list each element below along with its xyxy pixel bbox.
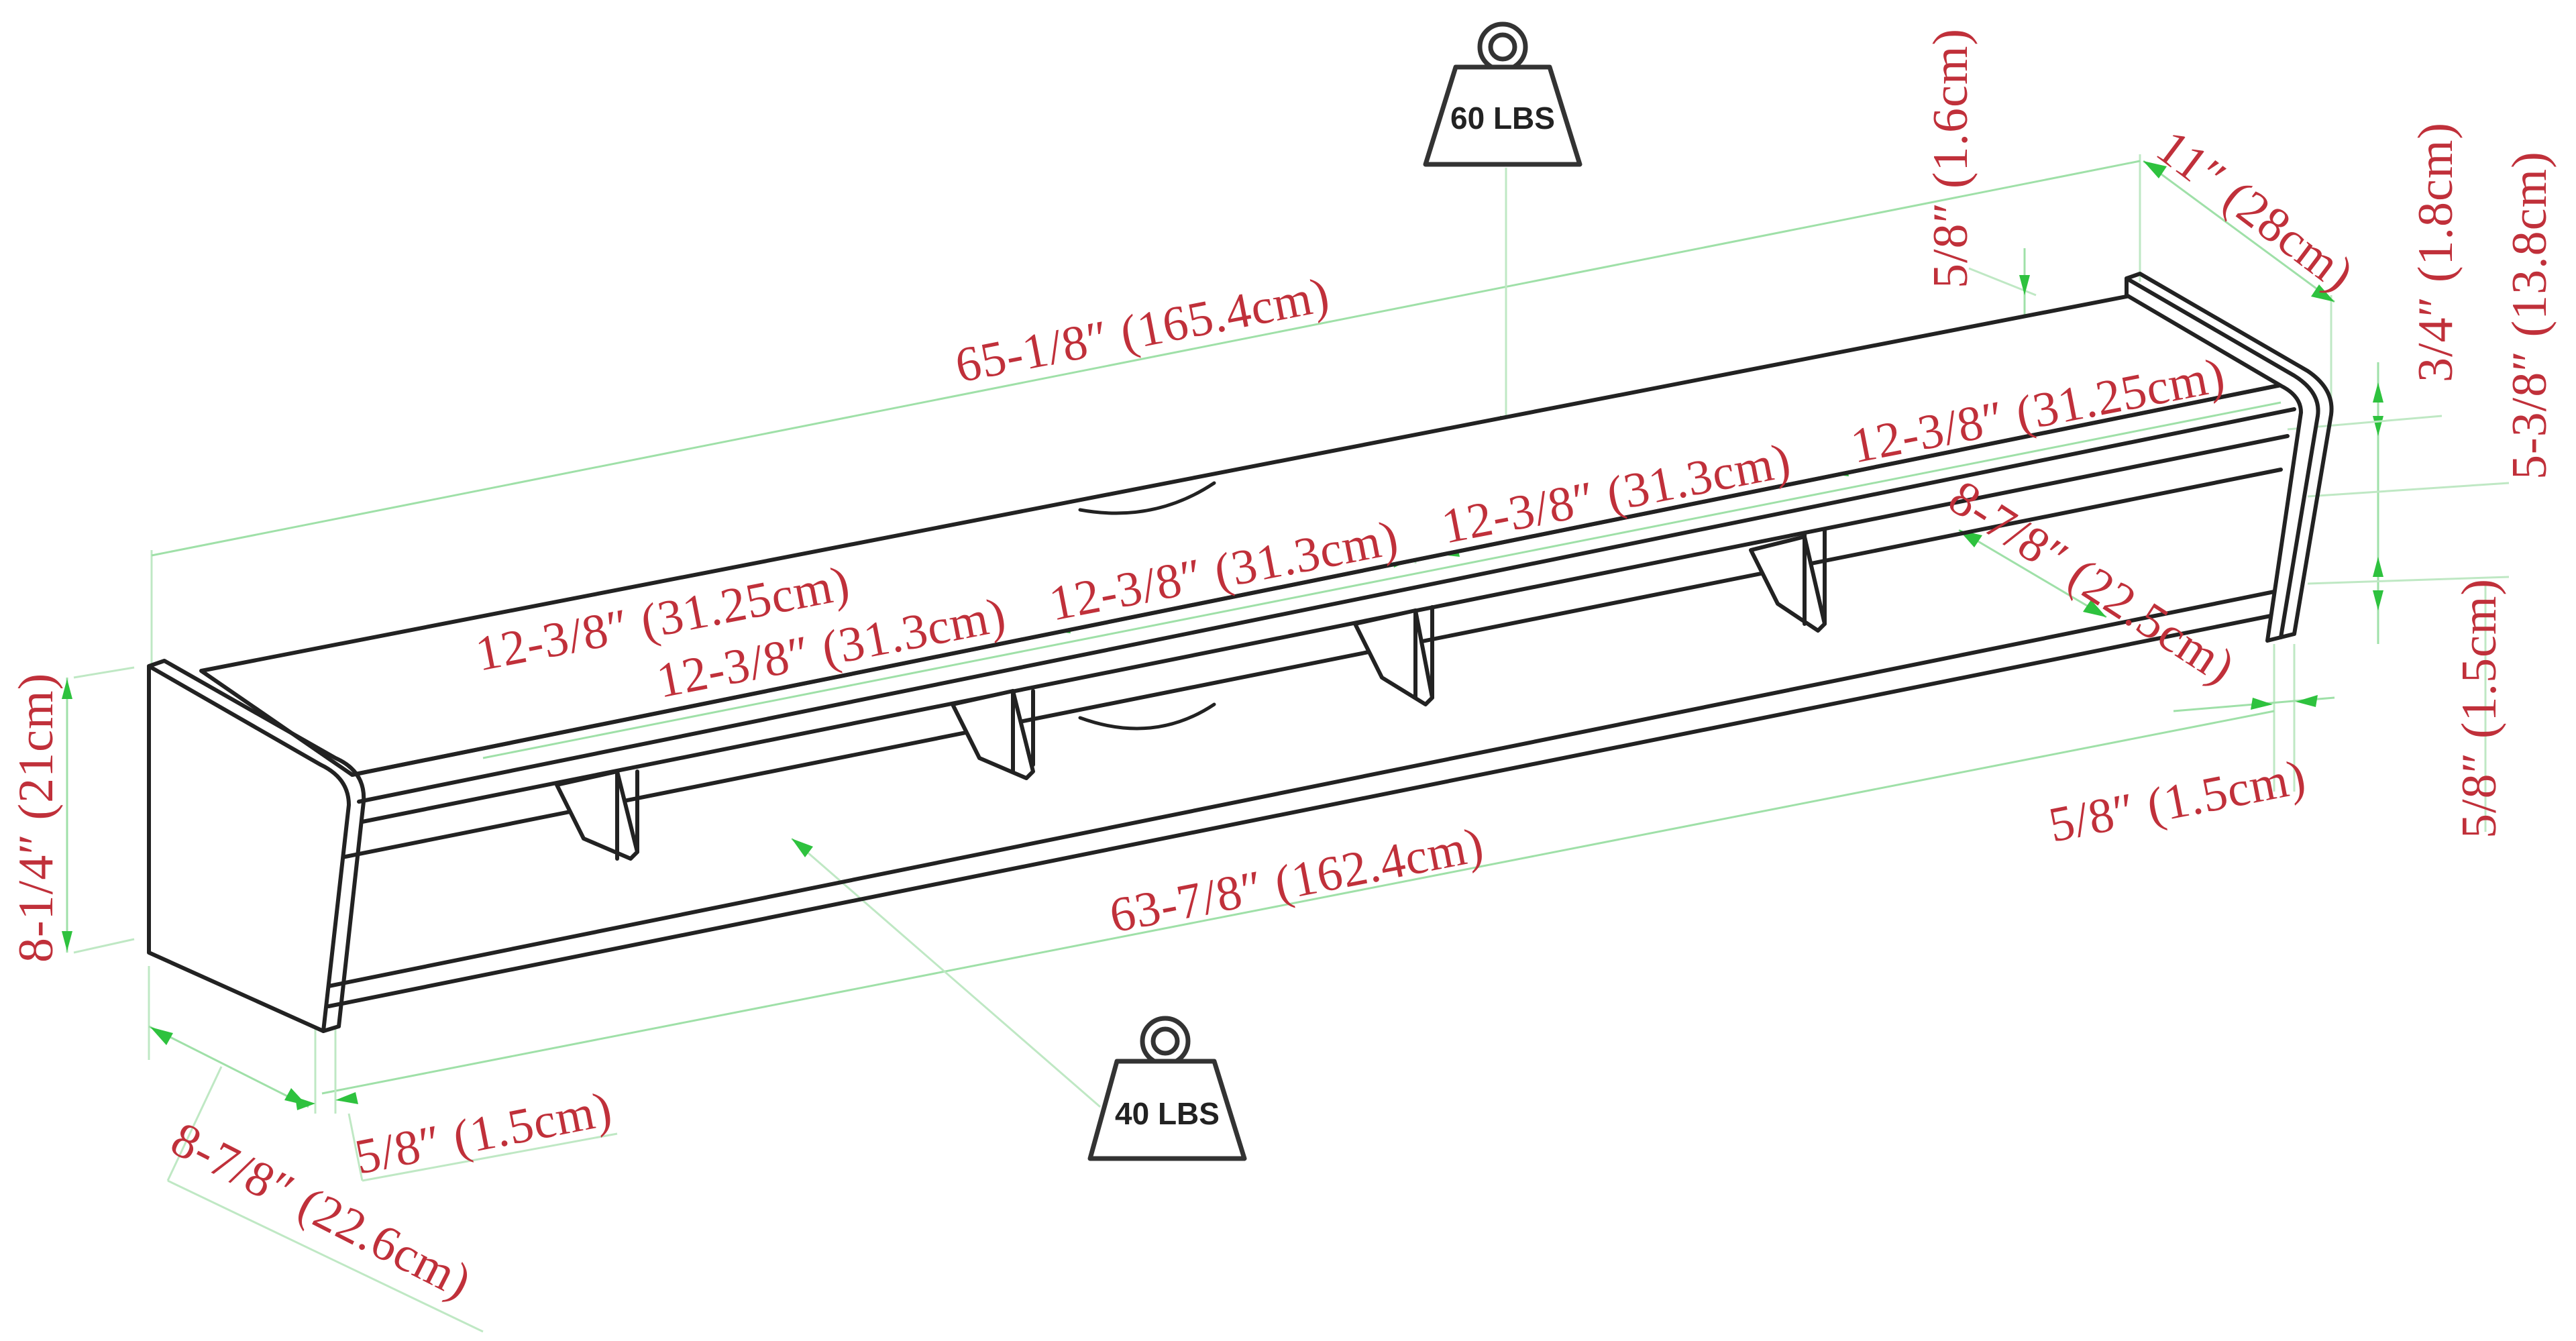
label-compartment-height: 5-3/8″ (13.8cm) (2502, 151, 2557, 480)
right-end-panel (2125, 272, 2334, 643)
label-inner-depth: 8-7/8″ (22.5cm) (1939, 470, 2245, 694)
dimension-lines (62, 154, 2510, 1333)
left-end-panel (147, 659, 366, 1033)
label-inner-width: 63-7/8″ (162.4cm) (1106, 817, 1489, 943)
label-side-thickness-right: 5/8″ (1.5cm) (2045, 749, 2311, 853)
label-top-thickness: 5/8″ (1.6cm) (1923, 28, 1978, 288)
label-height: 8-1/4″ (21cm) (9, 673, 64, 963)
weight-icon-40lbs: 40 LBS (1087, 1016, 1247, 1161)
weight-label-bottom: 40 LBS (1115, 1096, 1220, 1131)
label-overall-width: 65-1/8″ (165.4cm) (951, 267, 1334, 393)
weight-icon-60lbs: 60 LBS (1423, 21, 1582, 167)
dividers (555, 528, 1827, 861)
label-top-panel-thickness: 3/4″ (1.8cm) (2408, 122, 2463, 382)
label-bottom-thickness-right: 5/8″ (1.5cm) (2452, 578, 2507, 839)
shelf-outline (147, 272, 2334, 1033)
label-depth-top: 11″ (28cm) (2147, 119, 2364, 303)
weight-label-top: 60 LBS (1450, 101, 1555, 136)
label-side-thickness-left: 5/8″ (1.5cm) (351, 1081, 617, 1185)
